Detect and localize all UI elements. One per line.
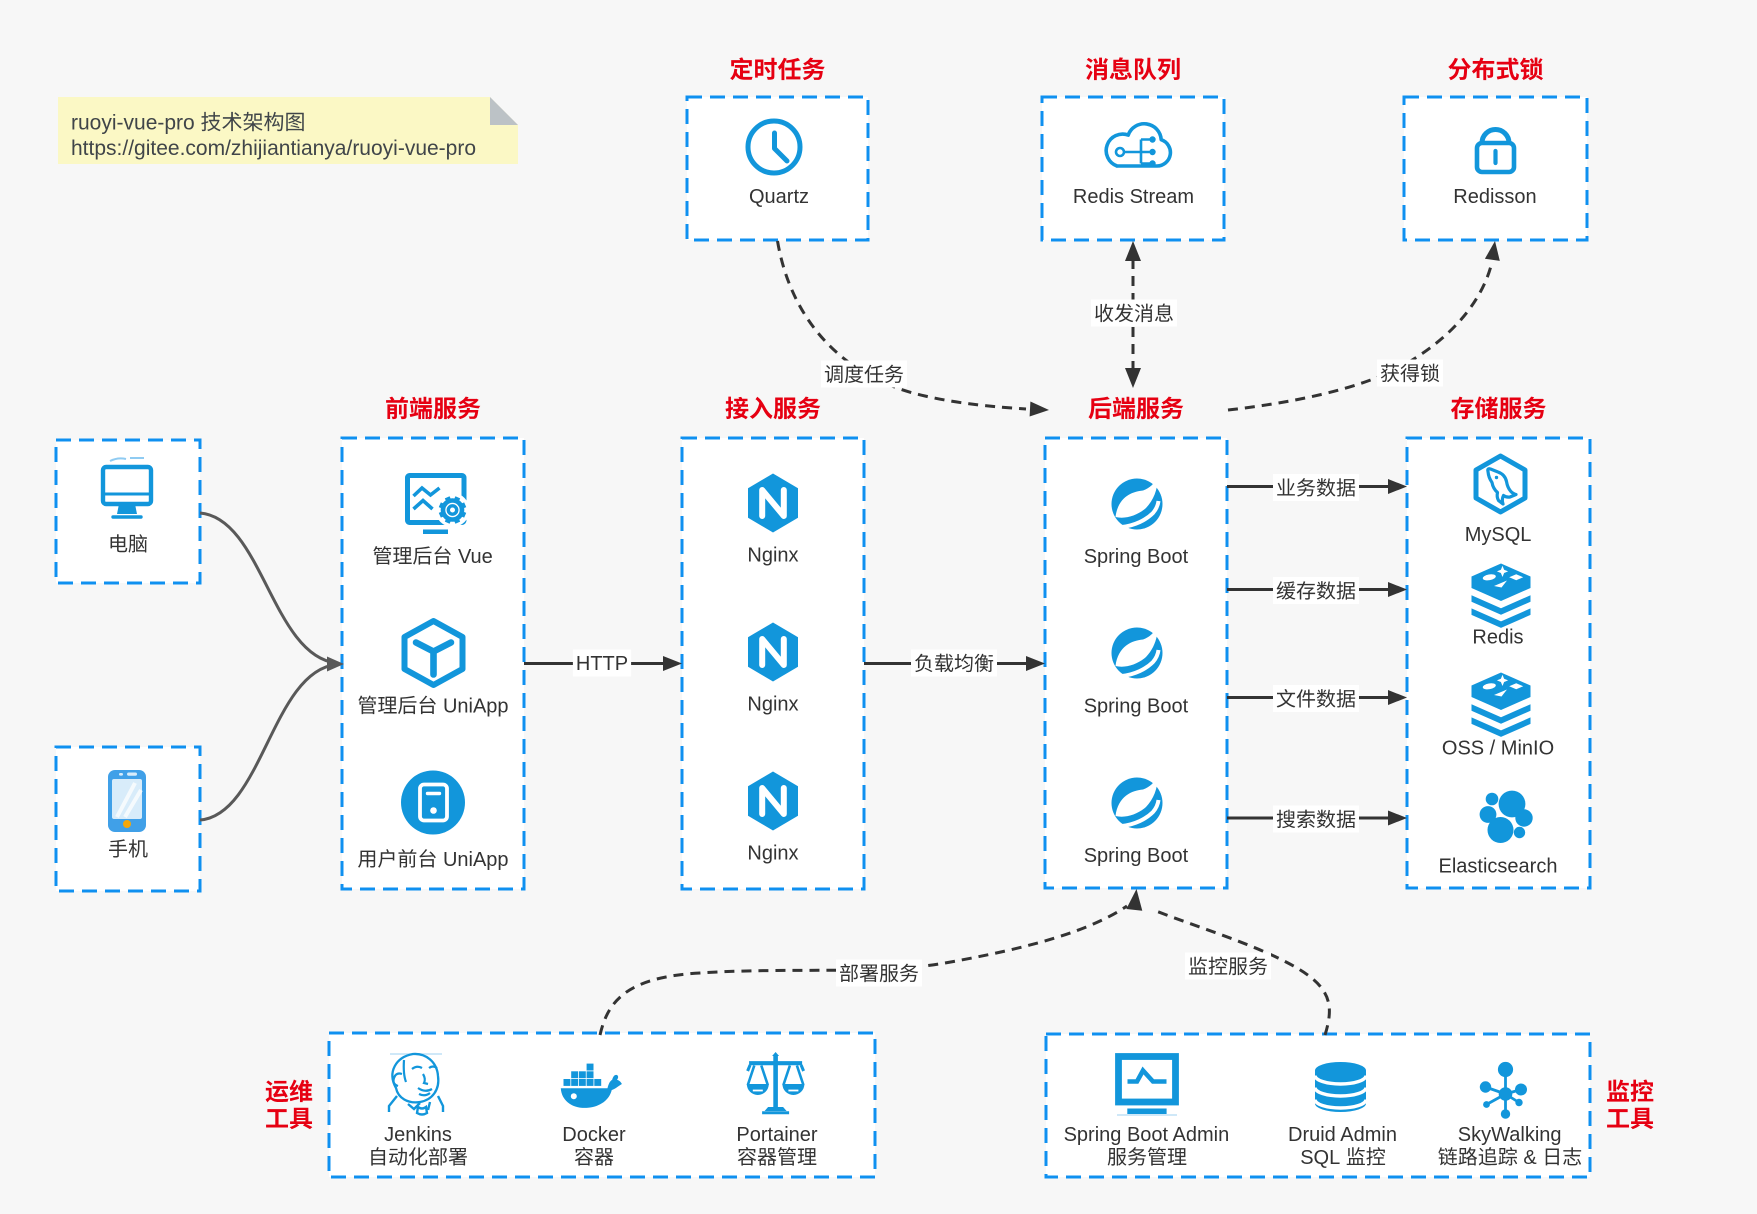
svg-text:Redis Stream: Redis Stream (1073, 186, 1194, 208)
svg-text:Portainer: Portainer (736, 1124, 817, 1146)
svg-text:Spring Boot: Spring Boot (1084, 845, 1189, 867)
svg-text:https://gitee.com/zhijiantiany: https://gitee.com/zhijiantianya/ruoyi-vu… (71, 137, 476, 160)
svg-text:Jenkins: Jenkins (384, 1124, 452, 1146)
svg-text:&: & (1518, 1147, 1542, 1169)
svg-text:Redis: Redis (1472, 627, 1523, 649)
svg-text:SQL: SQL (1300, 1147, 1345, 1169)
svg-text:Vue: Vue (452, 546, 492, 568)
svg-text:UniApp: UniApp (437, 696, 508, 718)
svg-text:ruoyi-vue-pro: ruoyi-vue-pro (71, 112, 201, 135)
svg-text:Spring Boot Admin: Spring Boot Admin (1064, 1124, 1230, 1146)
svg-text:OSS / MinIO: OSS / MinIO (1442, 738, 1554, 760)
svg-text:Spring Boot: Spring Boot (1084, 546, 1189, 568)
svg-text:HTTP: HTTP (576, 653, 628, 675)
svg-text:SkyWalking: SkyWalking (1458, 1124, 1562, 1146)
svg-text:Redisson: Redisson (1453, 186, 1536, 208)
svg-text:Nginx: Nginx (747, 694, 798, 716)
svg-text:Quartz: Quartz (749, 186, 809, 208)
svg-text:Spring Boot: Spring Boot (1084, 696, 1189, 718)
svg-text:Docker: Docker (562, 1124, 626, 1146)
svg-text:MySQL: MySQL (1465, 524, 1532, 546)
svg-text:Elasticsearch: Elasticsearch (1439, 856, 1558, 878)
svg-text:Nginx: Nginx (747, 843, 798, 865)
svg-text:Nginx: Nginx (747, 545, 798, 567)
svg-text:Druid Admin: Druid Admin (1288, 1124, 1397, 1146)
svg-text:UniApp: UniApp (437, 849, 508, 871)
